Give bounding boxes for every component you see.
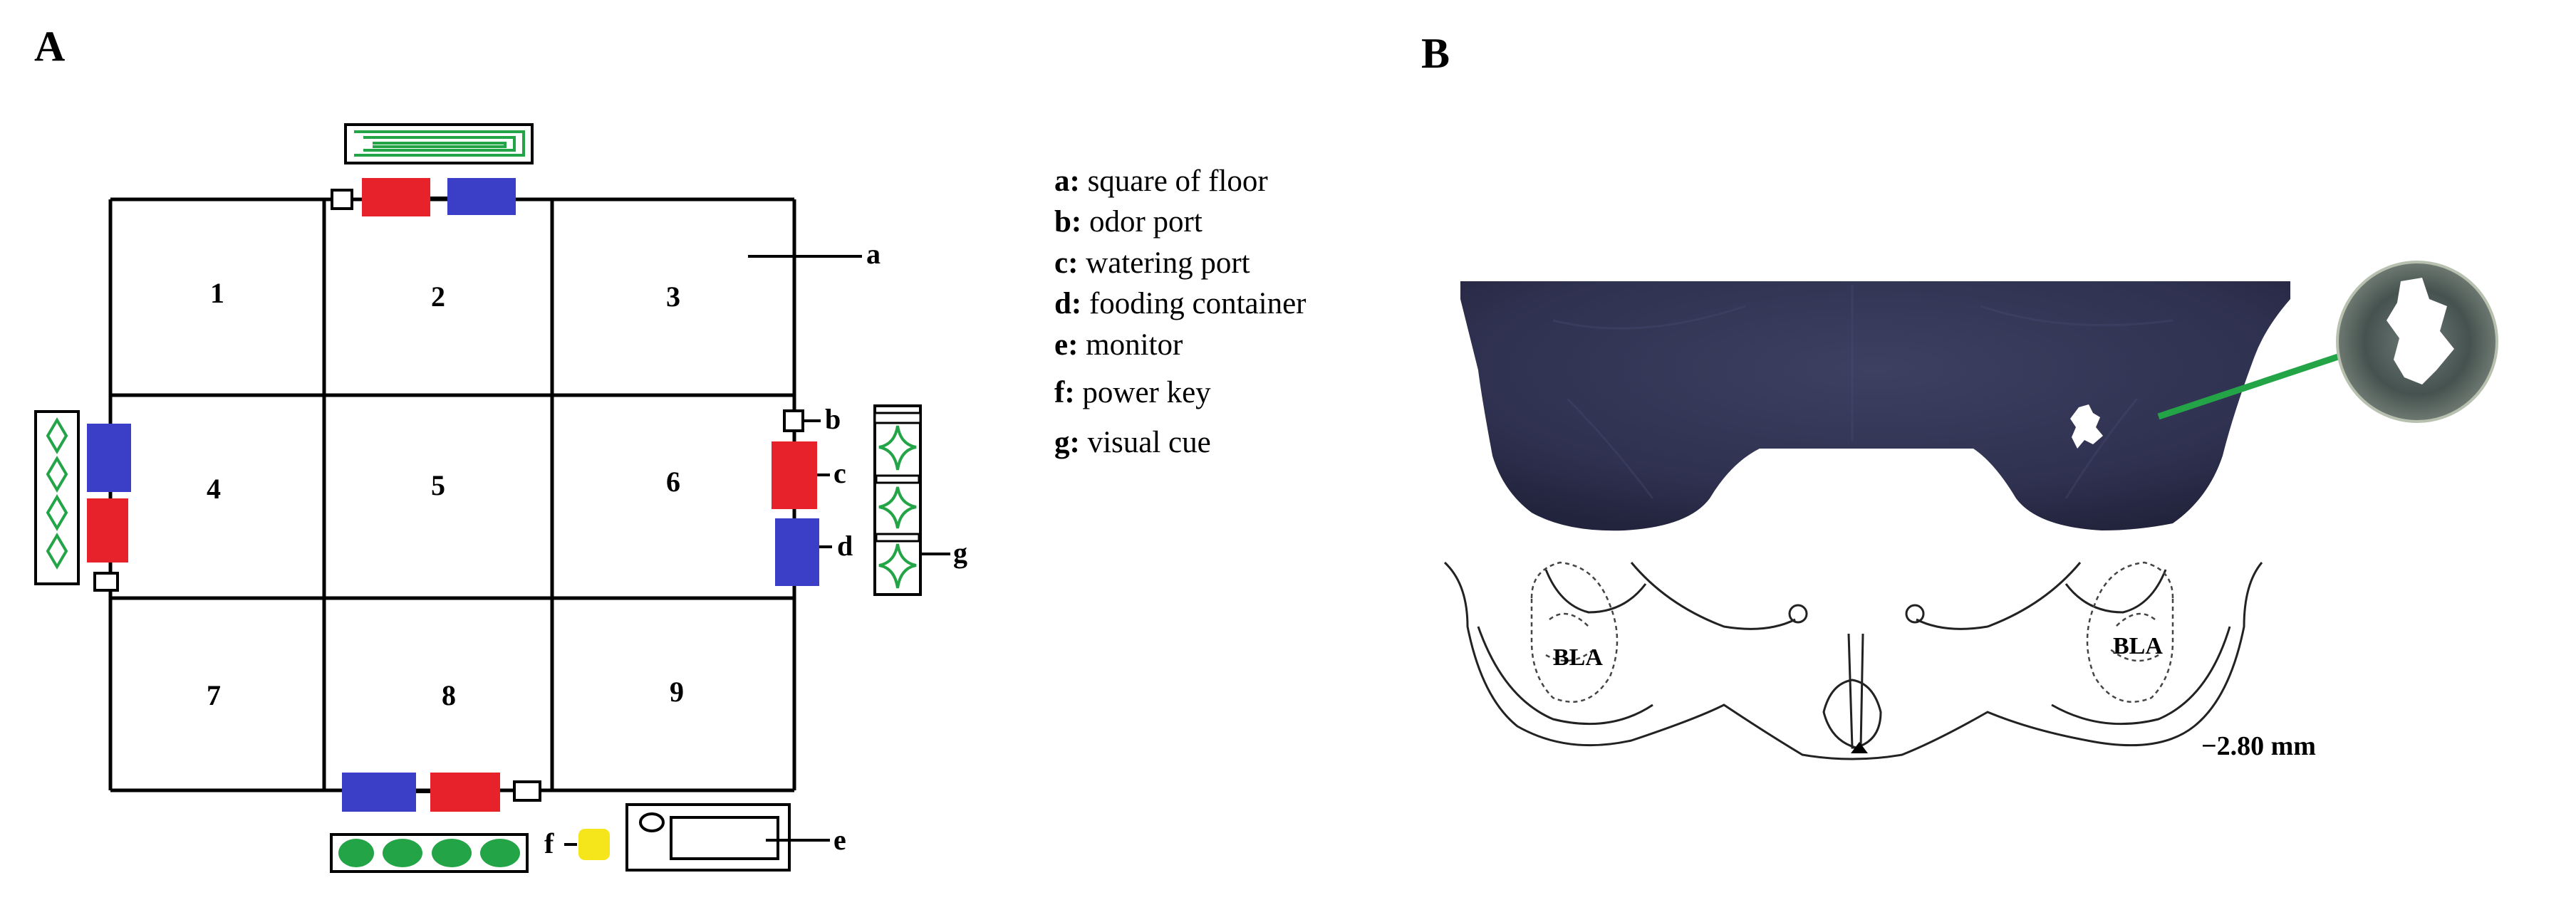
room-number-2: 2: [431, 281, 445, 313]
room-number-6: 6: [666, 466, 680, 498]
fooding-container-left: [87, 424, 131, 492]
watering-port-left: [87, 498, 128, 562]
label-e: e: [833, 824, 846, 856]
legend-item: e: monitor: [1054, 328, 1183, 362]
room-number-7: 7: [207, 679, 221, 711]
label-d: d: [837, 530, 853, 562]
watering-port-right: [772, 441, 817, 509]
label-a: a: [866, 238, 881, 270]
fooding-container-top: [447, 178, 516, 215]
legend-item: g: visual cue: [1054, 426, 1211, 459]
visual-cue-left: [34, 410, 80, 585]
room-number-9: 9: [670, 676, 684, 708]
odor-port-top: [331, 189, 353, 210]
atlas-scale-label: −2.80 mm: [2201, 731, 2316, 761]
power-key: [578, 829, 610, 860]
fooding-container-bottom: [342, 773, 416, 812]
room-number-8: 8: [442, 679, 456, 711]
room-number-1: 1: [210, 277, 224, 309]
fooding-container-right: [775, 518, 819, 586]
brain-section-photo: [1460, 281, 2290, 531]
visual-cue-bottom: [330, 833, 529, 873]
watering-port-bottom: [430, 773, 500, 812]
panel-label-b: B: [1421, 30, 1450, 77]
brain-atlas-drawing: [1443, 561, 2263, 760]
atlas-label-bla-right: BLA: [2113, 633, 2163, 659]
room-number-4: 4: [207, 473, 221, 505]
monitor: [625, 803, 791, 872]
visual-cue-right: [873, 404, 922, 596]
legend-item: b: odor port: [1054, 205, 1203, 239]
label-f: f: [544, 827, 554, 859]
label-g: g: [953, 537, 967, 569]
visual-cue-top: [344, 123, 534, 164]
lesion-pointer-line: [2157, 349, 2352, 420]
arena-grid: [108, 197, 796, 792]
atlas-amygdala-right: [2086, 561, 2174, 703]
legend-item: d: fooding container: [1054, 287, 1306, 320]
legend-item: f: power key: [1054, 376, 1211, 409]
lesion-mark: [2070, 404, 2103, 449]
label-c: c: [833, 457, 846, 489]
atlas-amygdala-left: [1530, 561, 1619, 703]
room-number-5: 5: [431, 469, 445, 501]
odor-port-bottom: [513, 780, 541, 802]
atlas-label-bla-left: BLA: [1553, 644, 1603, 671]
watering-port-top: [362, 178, 430, 216]
legend-item: a: square of floor: [1054, 164, 1268, 198]
room-number-3: 3: [666, 281, 680, 313]
legend-item: c: watering port: [1054, 246, 1250, 280]
brain-texture: [1552, 285, 2174, 499]
label-b: b: [825, 403, 841, 435]
odor-port-right: [783, 409, 804, 432]
lesion-inset: [2336, 261, 2498, 423]
legend: a: square of floor b: odor port c: water…: [1054, 164, 1306, 459]
panel-label-a: A: [34, 23, 65, 70]
atlas-midline-marker: [1851, 742, 1868, 753]
odor-port-left: [93, 572, 119, 592]
